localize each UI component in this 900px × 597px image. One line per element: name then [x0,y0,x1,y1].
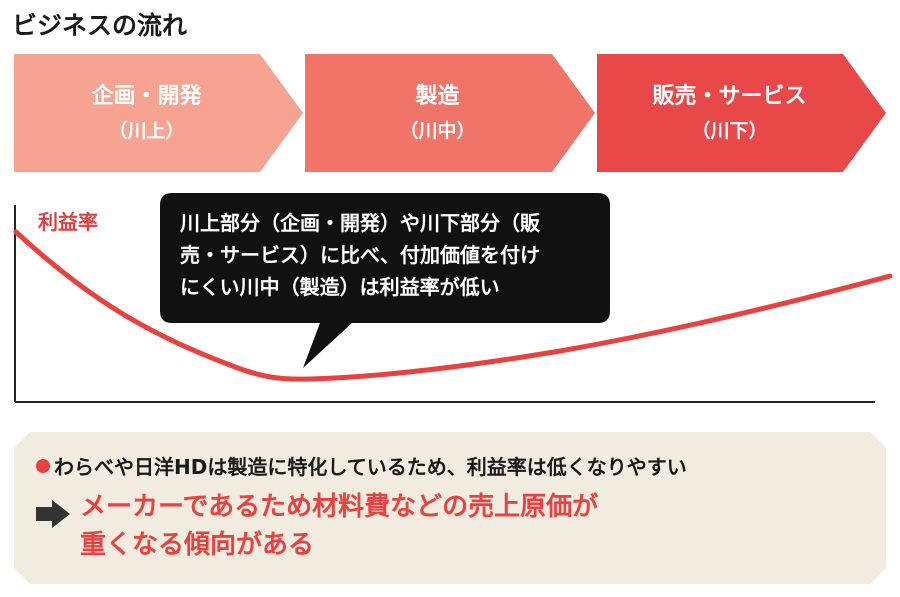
stage-name: 販売・サービス [652,83,807,109]
callout-line: 川上部分（企画・開発）や川下部分（販 [180,211,540,235]
chevron-downstream [597,54,886,172]
stage-position: （川上） [108,119,185,142]
value-chain-chevrons [14,54,886,172]
callout-line: にくい川中（製造）は利益率が低い [180,275,500,299]
callout-line: 売・サービス）に比べ、付加価値を付け [180,243,540,267]
stage-downstream: 販売・サービス （川下） [597,54,862,173]
conclusion-line: メーカーであるため材料費などの売上原価が [80,492,599,522]
stage-position: （川中） [399,119,476,142]
stage-name: 製造 [415,83,460,109]
stage-midstream: 製造 （川中） [305,54,570,173]
conclusion-line: 重くなる傾向がある [80,530,315,560]
profit-margin-curve [13,229,893,382]
bullet-dot-icon [36,459,50,473]
stage-upstream: 企画・開発 （川上） [14,54,279,173]
chevron-midstream [305,54,595,172]
summary-bullet: わらべや日洋HDは製造に特化しているため、利益率は低くなりやすい [36,451,687,480]
callout-text: 川上部分（企画・開発）や川下部分（販 売・サービス）に比べ、付加価値を付け にく… [180,207,600,303]
summary-bullet-text: わらべや日洋HDは製造に特化しているため、利益率は低くなりやすい [54,455,687,479]
chevron-upstream [14,54,303,172]
summary-box [14,432,886,584]
stage-position: （川下） [691,119,768,142]
callout-bubble [160,193,610,368]
arrow-right-icon [36,500,70,528]
profit-margin-chart [13,193,893,403]
summary-conclusion: メーカーであるため材料費などの売上原価が 重くなる傾向がある [80,488,598,564]
stage-name: 企画・開発 [91,83,202,109]
diagram-title: ビジネスの流れ [12,11,188,40]
y-axis-label: 利益率 [38,210,98,234]
